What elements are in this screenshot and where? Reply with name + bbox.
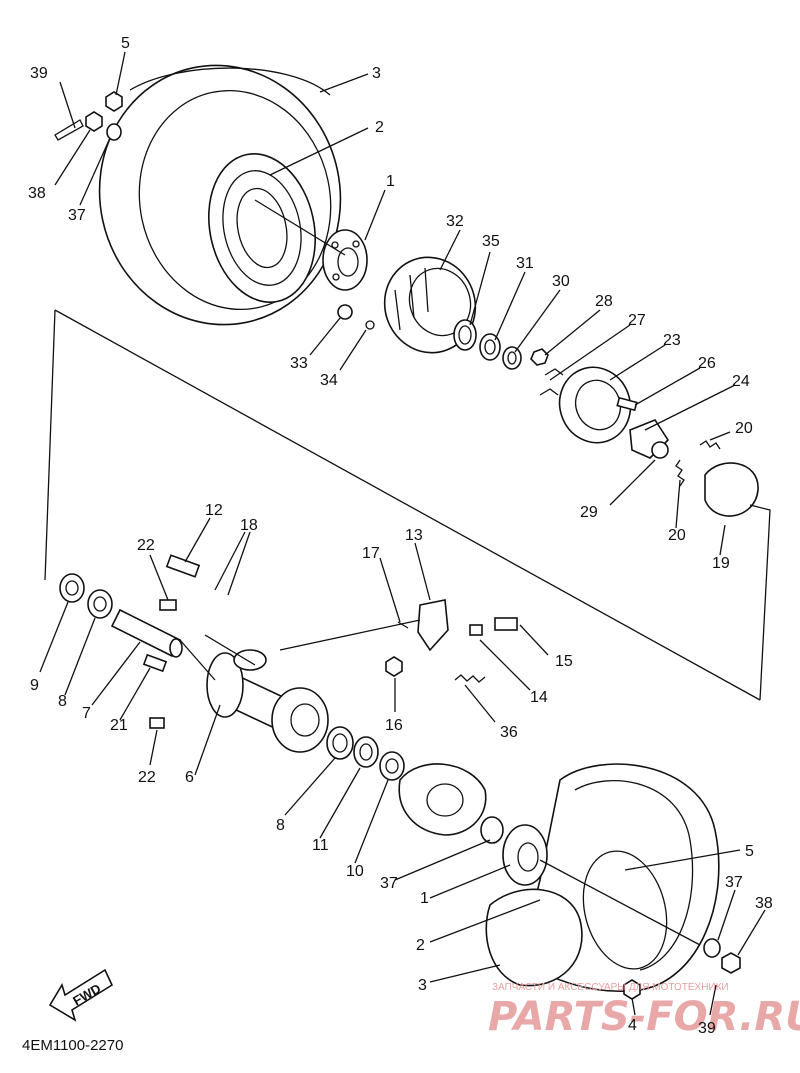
brake-small-parts <box>539 368 759 517</box>
callout: 17 <box>362 545 380 562</box>
callout: 32 <box>446 213 464 230</box>
callout: 8 <box>276 817 285 834</box>
callout: 10 <box>346 863 364 880</box>
callout: 24 <box>732 373 750 390</box>
callout: 30 <box>552 273 570 290</box>
callout: 29 <box>580 504 598 521</box>
callout: 37 <box>380 875 398 892</box>
callout: 13 <box>405 527 423 544</box>
callout: 38 <box>755 895 773 912</box>
callout: 34 <box>320 372 338 389</box>
callout: 23 <box>663 332 681 349</box>
callout: 38 <box>28 185 46 202</box>
callout: 18 <box>240 517 258 534</box>
callout: 7 <box>82 705 91 722</box>
callout: 12 <box>205 502 223 519</box>
callout: 31 <box>516 255 534 272</box>
callout: 39 <box>698 1020 716 1037</box>
axle-assembly <box>59 554 329 753</box>
callout: 36 <box>500 724 518 741</box>
callout: 26 <box>698 355 716 372</box>
callout: 15 <box>555 653 573 670</box>
callout: 22 <box>137 537 155 554</box>
callout: 9 <box>30 677 39 694</box>
callout: 1 <box>420 890 429 907</box>
callout-leaders <box>39 51 766 1016</box>
callout: 33 <box>290 355 308 372</box>
callout: 16 <box>385 717 403 734</box>
watermark-line2: PARTS-FOR.RU <box>488 994 800 1040</box>
lower-bearings-gearcase <box>326 726 504 844</box>
upper-hub <box>322 229 368 291</box>
upper-seal-bearing-set <box>453 319 549 370</box>
brake-drum <box>383 256 477 354</box>
callout: 3 <box>418 977 427 994</box>
callout: 37 <box>68 207 86 224</box>
callout: 8 <box>58 693 67 710</box>
callout: 4 <box>628 1017 637 1034</box>
leader-lines <box>44 199 771 946</box>
callout: 20 <box>735 420 753 437</box>
callout: 27 <box>628 312 646 329</box>
callout: 3 <box>372 65 381 82</box>
callout: 20 <box>668 527 686 544</box>
callout: 22 <box>138 769 156 786</box>
fwd-arrow-icon: FWD <box>48 968 114 1022</box>
callout: 39 <box>30 65 48 82</box>
caliper-parts <box>385 599 518 683</box>
callout: 21 <box>110 717 128 734</box>
callout: 2 <box>416 937 425 954</box>
callout: 14 <box>530 689 548 706</box>
watermark-line1: ЗАПЧАСТИ И АКСЕССУАРЫ ДЛЯ МОТОТЕХНИКИ <box>492 982 729 993</box>
brake-plate <box>558 366 632 444</box>
callout: 35 <box>482 233 500 250</box>
callout: 28 <box>595 293 613 310</box>
callout-numbers: 5 39 3 2 1 38 37 32 35 31 30 28 27 23 26… <box>28 35 773 1037</box>
upper-tire <box>98 64 342 326</box>
callout: 2 <box>375 119 384 136</box>
callout: 19 <box>712 555 730 572</box>
callout: 6 <box>185 769 194 786</box>
callout: 5 <box>745 843 754 860</box>
callout: 37 <box>725 874 743 891</box>
callout: 5 <box>121 35 130 52</box>
lower-tire <box>485 763 741 1000</box>
upper-nuts-washers <box>54 91 375 330</box>
callout: 1 <box>386 173 395 190</box>
callout: 11 <box>312 837 329 854</box>
diagram-code: 4EM1100-2270 <box>22 1037 123 1054</box>
